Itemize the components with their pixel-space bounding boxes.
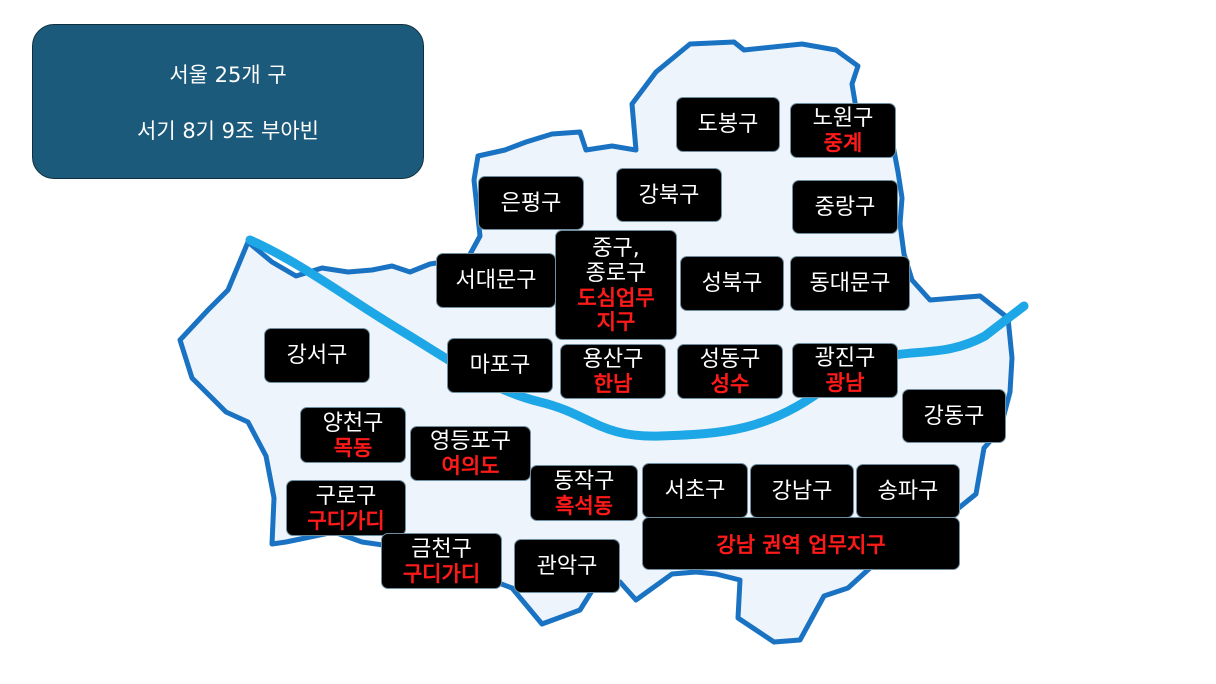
district-name: 동작구 [553, 468, 615, 494]
district-guro[interactable]: 구로구 구디가디 [286, 480, 406, 536]
district-gwanak[interactable]: 관악구 [514, 539, 620, 593]
district-gangnam[interactable]: 강남구 [750, 464, 854, 518]
district-jungnang[interactable]: 중랑구 [792, 180, 898, 234]
district-gangbuk[interactable]: 강북구 [616, 168, 722, 222]
district-name: 성북구 [701, 271, 763, 296]
district-tag: 구디가디 [307, 508, 385, 533]
district-seongbuk[interactable]: 성북구 [680, 256, 784, 311]
district-geumcheon[interactable]: 금천구 구디가디 [381, 533, 502, 589]
district-name: 광진구 [814, 346, 876, 371]
slide-subtitle: 서기 8기 9조 부아빈 [137, 118, 319, 143]
district-name: 서초구 [664, 478, 726, 503]
district-tag: 광남 [825, 371, 865, 395]
district-gangseo[interactable]: 강서구 [264, 328, 370, 383]
district-name: 강남구 [771, 478, 833, 504]
district-name: 구로구 [315, 483, 377, 509]
district-name: 강동구 [923, 403, 985, 429]
district-name: 성동구 [699, 347, 761, 372]
district-name: 은평구 [500, 190, 562, 216]
district-name: 강서구 [286, 343, 348, 368]
district-seodaemun[interactable]: 서대문구 [436, 253, 556, 308]
district-tag-line1: 도심업무 [577, 286, 655, 310]
district-gwangjin[interactable]: 광진구 광남 [792, 343, 898, 398]
title-box: 서울 25개 구 서기 8기 9조 부아빈 [32, 24, 424, 179]
district-name: 노원구 [812, 106, 874, 131]
district-nowon[interactable]: 노원구 중계 [790, 103, 896, 158]
district-tag: 중계 [823, 131, 863, 155]
district-tag-line2: 지구 [596, 310, 636, 334]
district-name: 관악구 [536, 553, 598, 579]
district-tag: 성수 [710, 372, 750, 396]
district-yongsan[interactable]: 용산구 한남 [560, 344, 666, 399]
district-name-line1: 중구, [592, 236, 640, 261]
district-tag: 한남 [593, 372, 633, 396]
district-name: 영등포구 [430, 429, 511, 454]
gangnam-business-zone-label[interactable]: 강남 권역 업무지구 [642, 517, 960, 570]
district-name: 용산구 [582, 347, 644, 372]
district-mapo[interactable]: 마포구 [447, 338, 553, 393]
district-tag: 흑석동 [555, 493, 613, 518]
district-dongjak[interactable]: 동작구 흑석동 [530, 465, 638, 521]
district-tag: 여의도 [441, 454, 500, 478]
district-name: 서대문구 [455, 268, 537, 293]
slide-title: 서울 25개 구 [169, 62, 287, 87]
district-tag: 목동 [333, 435, 373, 460]
district-name: 강북구 [638, 182, 700, 208]
district-dobong[interactable]: 도봉구 [676, 97, 780, 152]
district-name: 중랑구 [814, 194, 876, 220]
district-name: 금천구 [411, 536, 472, 562]
district-yeongdeungpo[interactable]: 영등포구 여의도 [410, 426, 531, 481]
district-name-line2: 종로구 [585, 261, 647, 286]
district-name: 동대문구 [809, 271, 891, 296]
district-name: 마포구 [469, 353, 531, 378]
district-seongdong[interactable]: 성동구 성수 [677, 344, 783, 399]
district-eunpyeong[interactable]: 은평구 [478, 176, 584, 230]
district-tag: 구디가디 [402, 561, 481, 586]
district-name: 도봉구 [697, 112, 759, 137]
district-songpa[interactable]: 송파구 [856, 464, 960, 518]
district-gangdong[interactable]: 강동구 [902, 389, 1006, 443]
district-name: 양천구 [322, 410, 384, 436]
district-dongdaemun[interactable]: 동대문구 [790, 256, 910, 311]
district-yangcheon[interactable]: 양천구 목동 [300, 407, 406, 463]
district-name: 송파구 [877, 478, 939, 504]
district-jung-jongno[interactable]: 중구, 종로구 도심업무 지구 [555, 230, 677, 340]
district-seocho[interactable]: 서초구 [642, 463, 748, 518]
